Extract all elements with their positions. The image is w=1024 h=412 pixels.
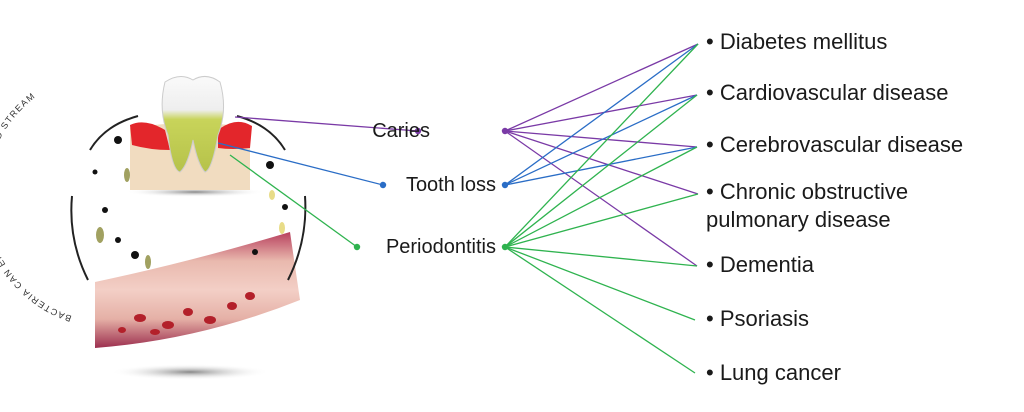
tooth-loss-link-line (504, 146, 698, 186)
periodontitis-link-line (504, 94, 698, 248)
tooth-loss-link-line (504, 43, 699, 186)
periodontitis-link-line (504, 246, 696, 321)
tooth-loss-link-line (504, 94, 698, 186)
periodontitis-link-line (504, 246, 696, 374)
periodontitis-label-dot (353, 243, 361, 251)
disease-cardiovascular: • Cardiovascular disease (706, 80, 949, 105)
disease-copd-line2: pulmonary disease (706, 207, 891, 232)
curved-caption: BACTERIA CAN ENTER IN TO THE BLOOD STREA… (0, 90, 73, 323)
caries-link-line (504, 130, 699, 195)
disease-lung-cancer: • Lung cancer (706, 360, 841, 385)
tooth-loss-pointer-line (217, 142, 384, 186)
cause-label-caries: Caries (372, 120, 430, 142)
connection-lines (217, 43, 699, 374)
disease-diabetes: • Diabetes mellitus (706, 29, 888, 54)
disease-cerebrovascular: • Cerebrovascular disease (706, 132, 964, 157)
tooth-bloodstream-illustration: BACTERIA CAN ENTER IN TO THE BLOOD STREA… (0, 76, 307, 380)
periodontitis-link-line (504, 43, 699, 248)
disease-copd: • Chronic obstructive pulmonary disease (706, 178, 908, 234)
disease-dementia: • Dementia (706, 252, 814, 277)
periodontitis-link-line (504, 193, 699, 248)
periodontitis-hub-dot (501, 243, 509, 251)
caries-link-line (504, 130, 698, 148)
tooth-loss-hub-dot (501, 181, 509, 189)
blood-vessel (95, 232, 300, 348)
disease-copd-line1: • Chronic obstructive (706, 179, 909, 204)
tooth-loss-label-dot (379, 181, 387, 189)
caries-link-line (504, 130, 698, 267)
disease-psoriasis: • Psoriasis (706, 306, 810, 331)
tooth (161, 76, 224, 173)
caries-label-dot (414, 127, 422, 135)
periodontitis-link-line (504, 146, 698, 248)
caries-link-line (504, 94, 698, 132)
caries-hub-dot (501, 127, 509, 135)
inflamed-gum-left (130, 122, 170, 150)
inflamed-gum-right (218, 121, 252, 149)
periodontitis-pointer-line (229, 154, 358, 248)
red-blood-cells (118, 292, 255, 335)
periodontitis-link-line (504, 246, 698, 267)
caries-pointer-line (234, 116, 419, 132)
bacteria-particles (92, 136, 288, 269)
cause-label-periodontitis: Periodontitis (385, 236, 496, 258)
caries-link-line (504, 43, 699, 132)
cause-label-tooth-loss: Tooth loss (405, 174, 496, 196)
vessel-shadow (110, 364, 270, 380)
